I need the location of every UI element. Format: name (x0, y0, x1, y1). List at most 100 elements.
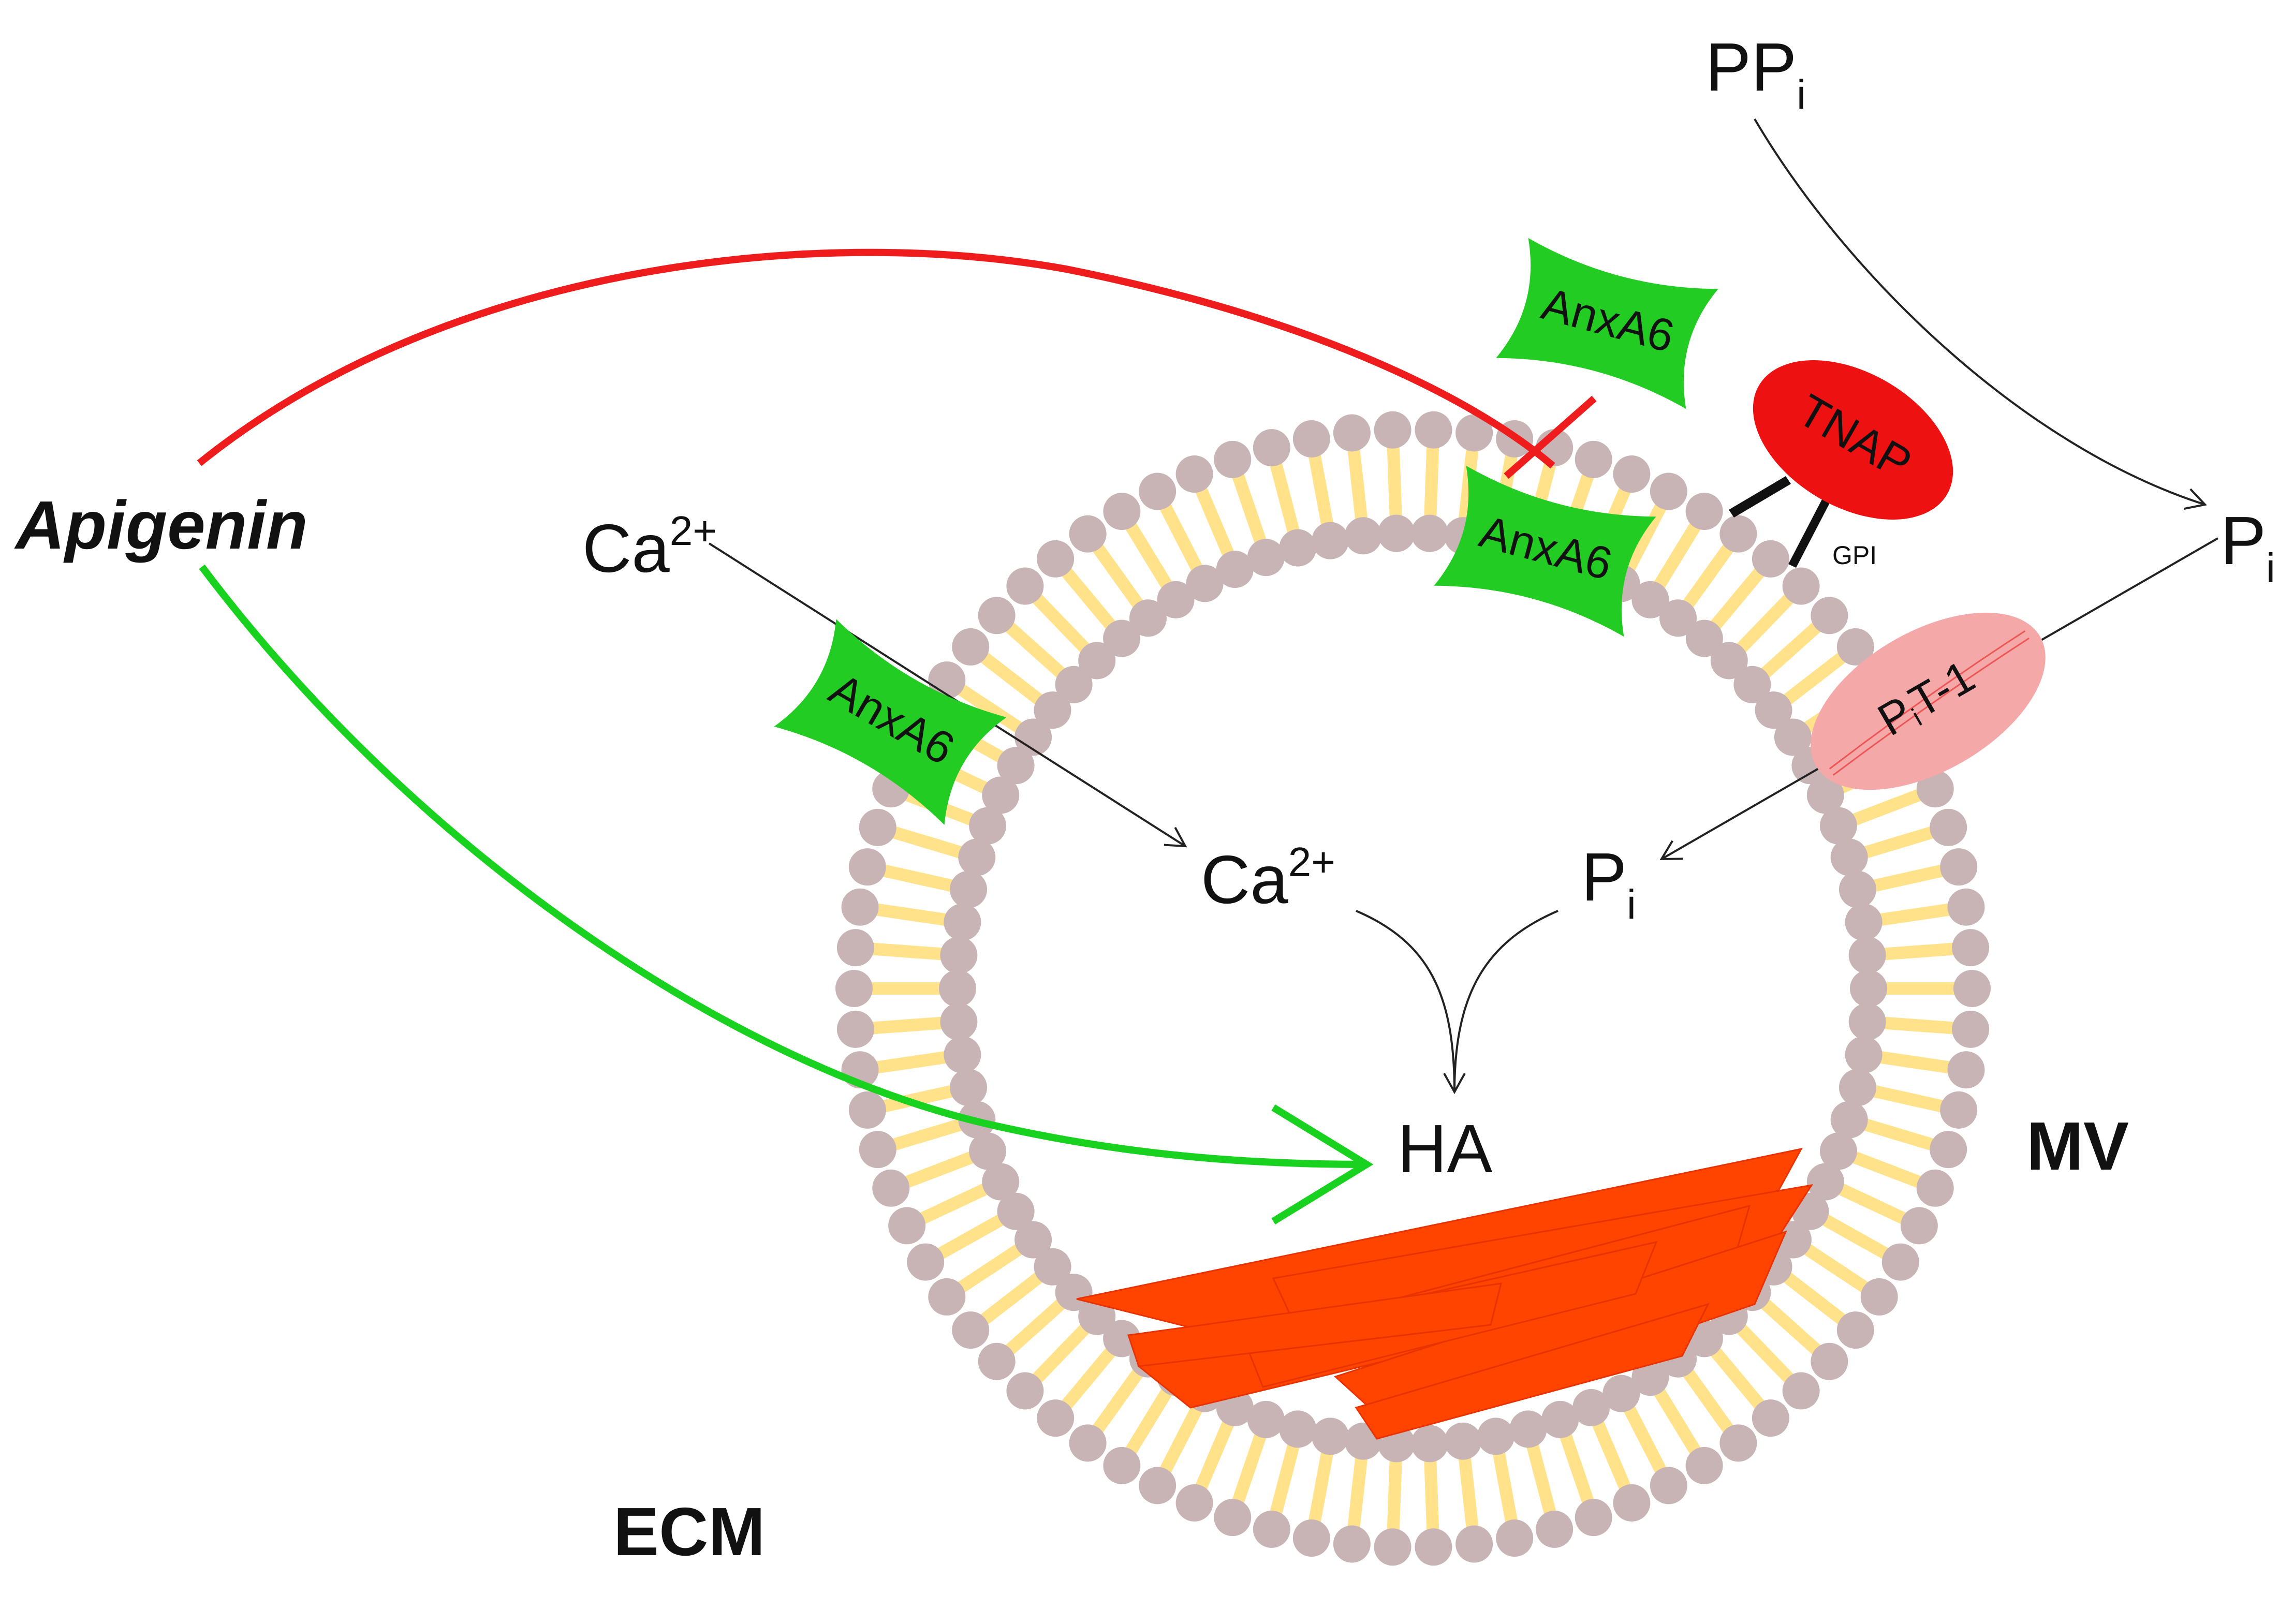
gpi-anchor: GPI (1729, 476, 1877, 570)
lipid-tail-pair (1423, 1448, 1439, 1543)
lipid-head (1333, 414, 1371, 452)
lipid-tail-pair (1871, 942, 1967, 961)
lipid-tail-pair (1861, 863, 1955, 894)
lipid-head (950, 1069, 988, 1106)
lipid-head (1940, 848, 1978, 886)
lipid-tail-pair (973, 647, 1051, 710)
lipid-head (1253, 429, 1290, 467)
lipid-tail-pair (1458, 1445, 1479, 1540)
lipid-head (1613, 455, 1651, 493)
lipid-head (1014, 1221, 1052, 1259)
lipid-head (1006, 567, 1044, 605)
lipid-head (1374, 1528, 1411, 1566)
lipid-head (1719, 1424, 1757, 1462)
lipid-head (1014, 718, 1052, 756)
lipid-tail-pair (1852, 1116, 1945, 1153)
pi-outside-label: Pi (2221, 503, 2275, 591)
lipid-head (1755, 691, 1792, 729)
lipid-head (1836, 1311, 1874, 1349)
lipid-head (1710, 642, 1748, 680)
lipid-head (1377, 514, 1415, 552)
ecm-label: ECM (613, 1494, 765, 1570)
lipid-head (1186, 565, 1224, 602)
lipid-head (939, 970, 976, 1007)
lipid-head (1129, 599, 1167, 637)
lipid-head (859, 1131, 896, 1169)
lipid-head (1415, 411, 1452, 449)
lipid-tail-pair (881, 824, 974, 861)
pi-inside-label: Pi (1581, 839, 1636, 927)
ca-influx-arrow (708, 542, 1187, 848)
lipid-head (1650, 1467, 1687, 1504)
lipid-tail-pair (1678, 536, 1739, 616)
lipid-tail-pair (1423, 434, 1439, 529)
hydroxyapatite-crystals (1076, 1147, 1814, 1440)
lipid-tail-pair (1649, 514, 1705, 597)
lipid-head (1175, 1484, 1213, 1522)
lipid-tail-pair (1730, 1317, 1800, 1390)
lipid-head (1247, 539, 1285, 577)
lipid-head (1602, 1375, 1640, 1412)
lipid-head (1719, 515, 1757, 553)
tnap-protein: TNAP (1753, 360, 1953, 520)
lipid-tail-pair (1704, 560, 1771, 637)
lipid-tail-pair (881, 1116, 974, 1153)
lipid-head (1312, 1418, 1349, 1455)
lipid-tail-pair (1268, 1433, 1302, 1526)
lipid-head (1575, 440, 1612, 478)
lipid-tail-pair (1156, 494, 1207, 581)
ca-inside-label: Ca2+ (1201, 839, 1335, 918)
lipid-head (944, 903, 981, 941)
lipid-tail-pair (998, 1293, 1072, 1361)
lipid-head (1947, 888, 1985, 926)
crystal-plate (1127, 1282, 1502, 1367)
lipid-head (1411, 514, 1449, 552)
lipid-head (1333, 1525, 1371, 1563)
lipid-head (836, 929, 874, 967)
lipid-head (841, 888, 879, 926)
apigenin-label: Apigenin (14, 487, 308, 563)
lipid-tail-pair (1873, 982, 1968, 995)
lipid-tail-pair (1795, 1239, 1877, 1297)
lipid-tail-pair (1307, 442, 1335, 537)
ha-label: HA (1398, 1111, 1492, 1187)
lipid-head (1947, 1051, 1985, 1089)
lipid-tail-pair (1387, 434, 1403, 529)
lipid-head (997, 1192, 1035, 1230)
lipid-head (1940, 1091, 1978, 1129)
lipid-tail-pair (1589, 1411, 1634, 1500)
crystal-plate (1355, 1303, 1710, 1440)
lipid-tail-pair (871, 863, 965, 894)
lipid-head (1631, 1359, 1669, 1396)
lipid-tail-pair (1387, 1448, 1403, 1543)
lipid-tail-pair (1192, 1411, 1238, 1500)
lipid-head (1782, 567, 1820, 605)
lipid-head (1536, 1510, 1574, 1548)
lipid-head (1774, 718, 1812, 756)
lipid-tail-pair (864, 1050, 959, 1075)
lipid-head (1811, 1342, 1848, 1380)
lipid-tail-pair (1268, 451, 1302, 544)
lipid-tail-pair (1813, 1210, 1898, 1263)
lipid-tail-pair (1730, 587, 1800, 660)
lipid-head (1037, 540, 1075, 578)
lipid-tail-pair (859, 942, 955, 961)
lipid-head (1279, 1410, 1317, 1448)
lipid-head (1930, 808, 1967, 846)
lipid-head (1477, 1418, 1514, 1455)
lipid-head (1659, 599, 1697, 637)
lipid-tail-pair (1192, 477, 1238, 566)
lipid-head (1836, 628, 1874, 666)
apigenin-inhibition-arrow (197, 248, 1555, 469)
lipid-head (1848, 936, 1886, 974)
lipid-tail-pair (1867, 1050, 1962, 1075)
lipid-head (1916, 770, 1954, 808)
lipid-head (1819, 807, 1857, 845)
lipid-tail-pair (928, 1210, 1013, 1263)
lipid-head (1830, 838, 1868, 876)
pi-inside-sub: i (1627, 881, 1636, 927)
lipid-head (1055, 1274, 1093, 1311)
lipid-tail-pair (1347, 437, 1369, 532)
lipid-head (907, 1243, 945, 1281)
